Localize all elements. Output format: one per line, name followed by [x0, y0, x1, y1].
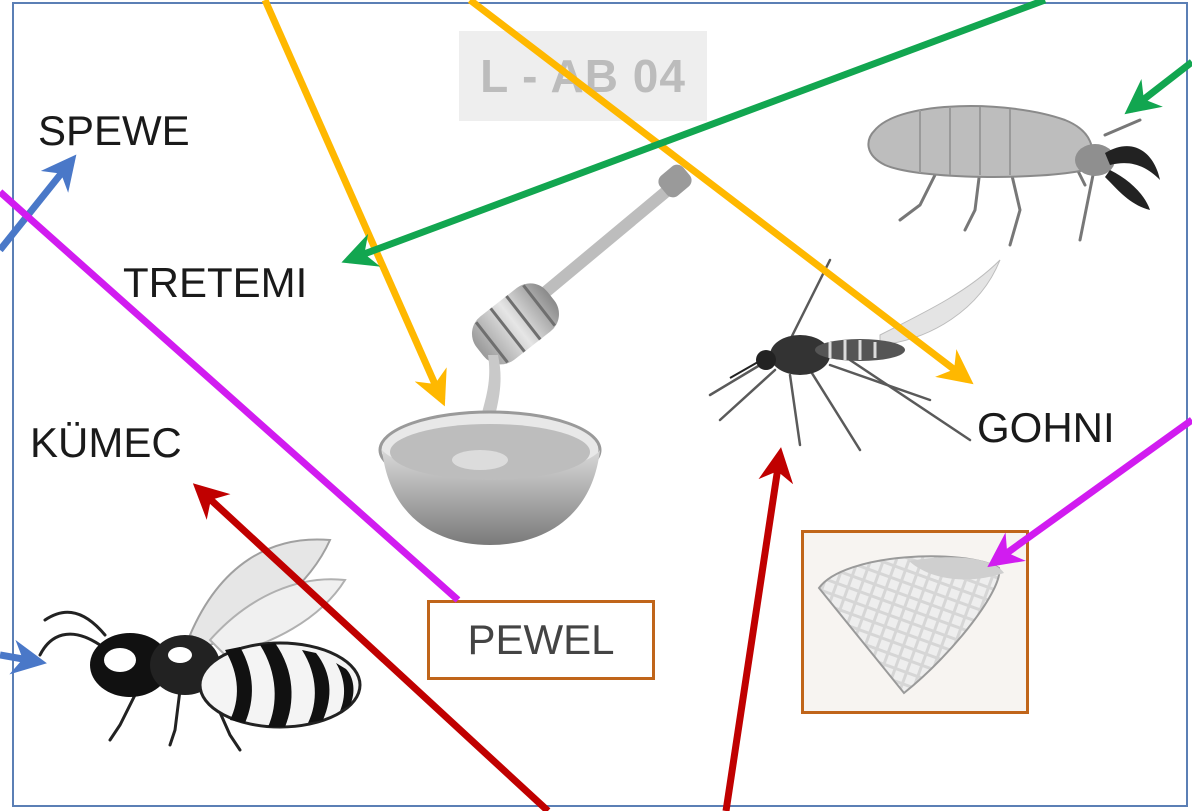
word-pewel-box: PEWEL	[427, 600, 655, 680]
ice-cream-cone-box	[801, 530, 1029, 714]
worksheet-title: L - AB 04	[459, 31, 707, 121]
honey-bowl-image	[370, 160, 620, 560]
wasp-image	[40, 525, 370, 760]
word-kumec: KÜMEC	[30, 422, 182, 464]
word-pewel: PEWEL	[467, 616, 614, 664]
word-gohni: GOHNI	[977, 407, 1115, 449]
termite-image	[860, 95, 1170, 250]
ice-cream-cone-image	[804, 533, 1026, 711]
word-spewe: SPEWE	[38, 110, 190, 152]
word-tretemi: TRETEMI	[123, 262, 307, 304]
